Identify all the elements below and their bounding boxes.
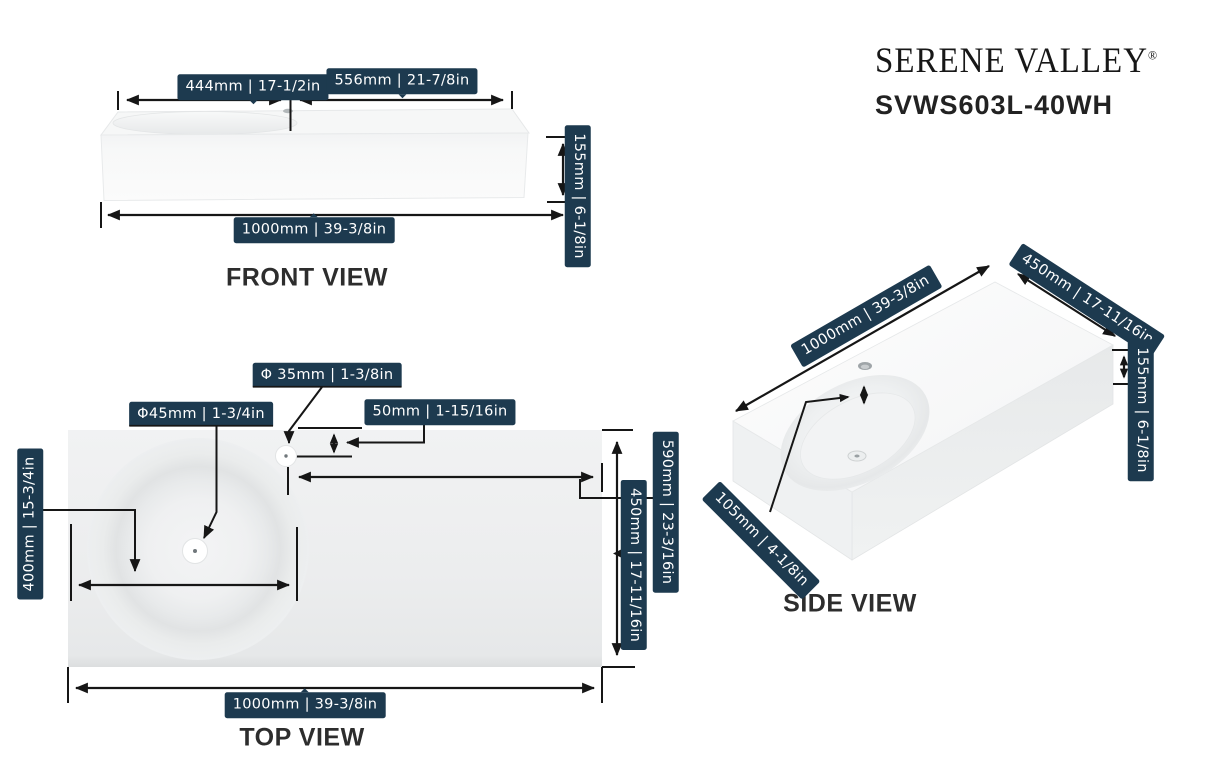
top-view-drawing: [43, 385, 656, 703]
front-view-title: FRONT VIEW: [226, 263, 388, 292]
dim-top-depth-badge: 450mm | 17-11/16in: [621, 479, 647, 651]
dim-front-height-badge: 155mm | 6-1/8in: [565, 125, 591, 267]
dim-top-drain-diameter-badge: Φ45mm | 1-3/4in: [129, 401, 273, 427]
brand-name: SERENE VALLEY: [875, 42, 1149, 81]
dim-top-basin-offset-badge: 400mm | 15-3/4in: [17, 448, 43, 600]
dim-top-faucet-to-edge-badge: 590mm | 23-3/16in: [653, 431, 679, 593]
dim-front-total-width-badge: 1000mm | 39-3/8in: [233, 213, 395, 243]
dim-top-faucet-diameter-badge: Φ 35mm | 1-3/8in: [252, 362, 402, 388]
dim-top-total-width-badge: 1000mm | 39-3/8in: [224, 688, 386, 718]
front-view-drawing: [100, 91, 578, 228]
dim-side-height-badge: 155mm | 6-1/8in: [1128, 339, 1154, 481]
dim-front-right-width-badge: 556mm | 21-7/8in: [326, 68, 478, 98]
top-view-title: TOP VIEW: [239, 723, 365, 752]
registered-mark: ®: [1148, 47, 1158, 63]
dim-top-faucet-offset-badge: 50mm | 1-15/16in: [364, 399, 516, 425]
side-view-drawing: [732, 265, 1140, 561]
brand-logo: SERENE VALLEY®: [875, 42, 1175, 82]
dim-front-left-width-badge: 444mm | 17-1/2in: [177, 74, 329, 104]
brand-block: SERENE VALLEY® SVWS603L-40WH: [875, 42, 1175, 121]
product-model-number: SVWS603L-40WH: [875, 90, 1114, 120]
